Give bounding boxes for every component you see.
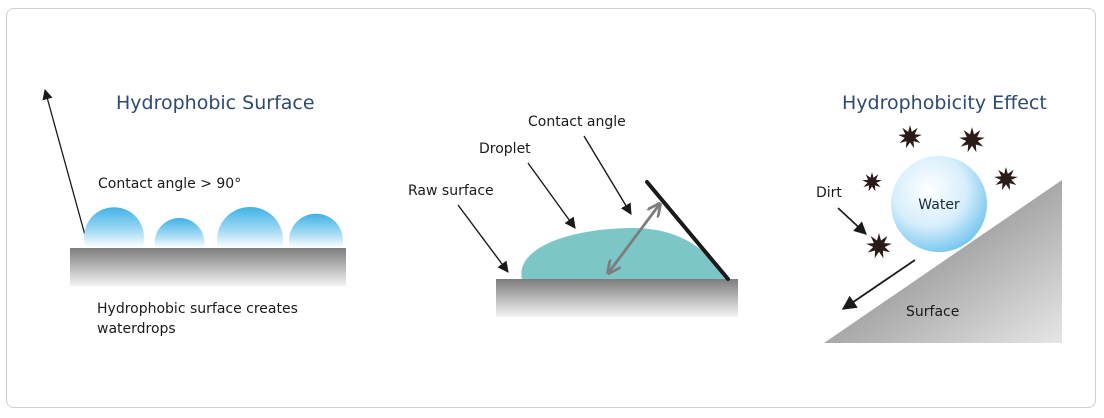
dirt-particles [862,125,1018,259]
dirt-particle-icon [959,127,985,153]
water-label: Water [918,197,960,213]
panel1-contact-angle-label: Contact angle > 90° [98,176,241,192]
waterdrop-4 [289,213,343,248]
panel3-title: Hydrophobicity Effect [842,92,1047,114]
inclined-surface [824,180,1062,343]
raw-surface [496,279,738,317]
panel1-caption-line1: Hydrophobic surface creates [97,301,298,317]
panel1-caption-line2: waterdrops [97,321,176,337]
droplet-pointer [527,162,576,229]
dirt-label: Dirt [816,185,842,201]
surface-label: Surface [906,304,959,320]
dirt-particle-icon [866,233,892,259]
water-drop-ball [891,156,987,252]
rolling-direction-arrow [841,259,916,310]
waterdrop-3 [217,206,283,248]
raw-surface-label: Raw surface [408,183,494,199]
panel-contact-angle: Contact angle Droplet Raw surface [408,114,738,317]
dirt-particle-icon [898,125,922,149]
dirt-particle-icon [862,172,882,192]
droplet-label: Droplet [479,141,531,157]
droplet [521,228,728,279]
raw-surface-pointer [457,204,509,273]
waterdrop-1 [84,207,144,248]
panel-hydrophobic-surface: Hydrophobic Surface Contact angle > 90° … [42,88,346,337]
contact-angle-double-arrow [609,205,659,272]
tangent-line [645,180,730,281]
contact-angle-label: Contact angle [528,114,626,130]
panel1-pointer-arrow [42,88,89,247]
panel1-title: Hydrophobic Surface [116,92,315,114]
dirt-particle-icon [994,167,1018,191]
waterdrop-2 [154,218,205,248]
contact-angle-pointer [583,135,632,215]
dirt-pointer [837,207,867,235]
panel1-surface [70,248,346,286]
panel-hydrophobicity-effect: Hydrophobicity Effect Surface Water Dirt [816,92,1062,343]
